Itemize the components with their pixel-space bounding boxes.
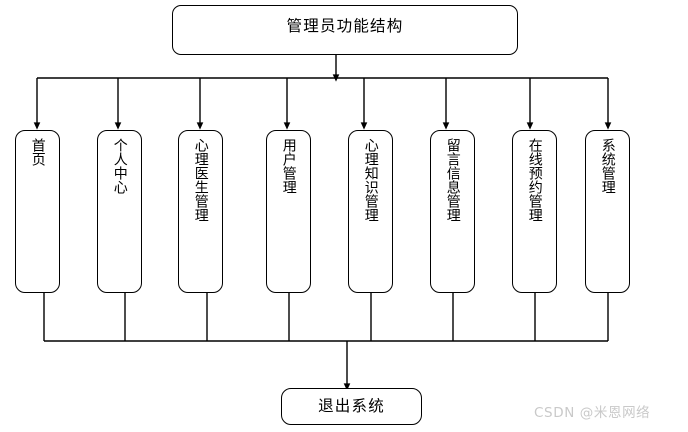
node-leaf-homepage[interactable]: 首页 — [15, 130, 60, 293]
node-leaf-personal-center-label: 个人中心 — [111, 138, 128, 194]
node-leaf-online-appointment-management-label: 在线预约管理 — [526, 138, 543, 222]
node-leaf-psychology-knowledge-management[interactable]: 心理知识管理 — [348, 130, 393, 293]
node-leaf-system-management-label: 系统管理 — [599, 138, 616, 194]
node-leaf-psychology-knowledge-management-label: 心理知识管理 — [362, 138, 379, 222]
node-root[interactable]: 管理员功能结构 — [172, 5, 518, 55]
node-leaf-psychologist-management-label: 心理医生管理 — [192, 138, 209, 222]
node-leaf-system-management[interactable]: 系统管理 — [585, 130, 630, 293]
node-root-label: 管理员功能结构 — [286, 17, 404, 35]
node-leaf-user-management-label: 用户管理 — [280, 138, 297, 194]
node-exit-system-label: 退出系统 — [318, 396, 385, 415]
node-exit-system[interactable]: 退出系统 — [281, 388, 422, 425]
node-leaf-message-information-management[interactable]: 留言信息管理 — [430, 130, 475, 293]
watermark-text: CSDN @米恩网络 — [534, 405, 651, 421]
node-leaf-personal-center[interactable]: 个人中心 — [97, 130, 142, 293]
node-leaf-message-information-management-label: 留言信息管理 — [444, 138, 461, 222]
node-leaf-homepage-label: 首页 — [29, 138, 46, 166]
node-leaf-online-appointment-management[interactable]: 在线预约管理 — [512, 130, 557, 293]
node-leaf-user-management[interactable]: 用户管理 — [266, 130, 311, 293]
node-leaf-psychologist-management[interactable]: 心理医生管理 — [178, 130, 223, 293]
